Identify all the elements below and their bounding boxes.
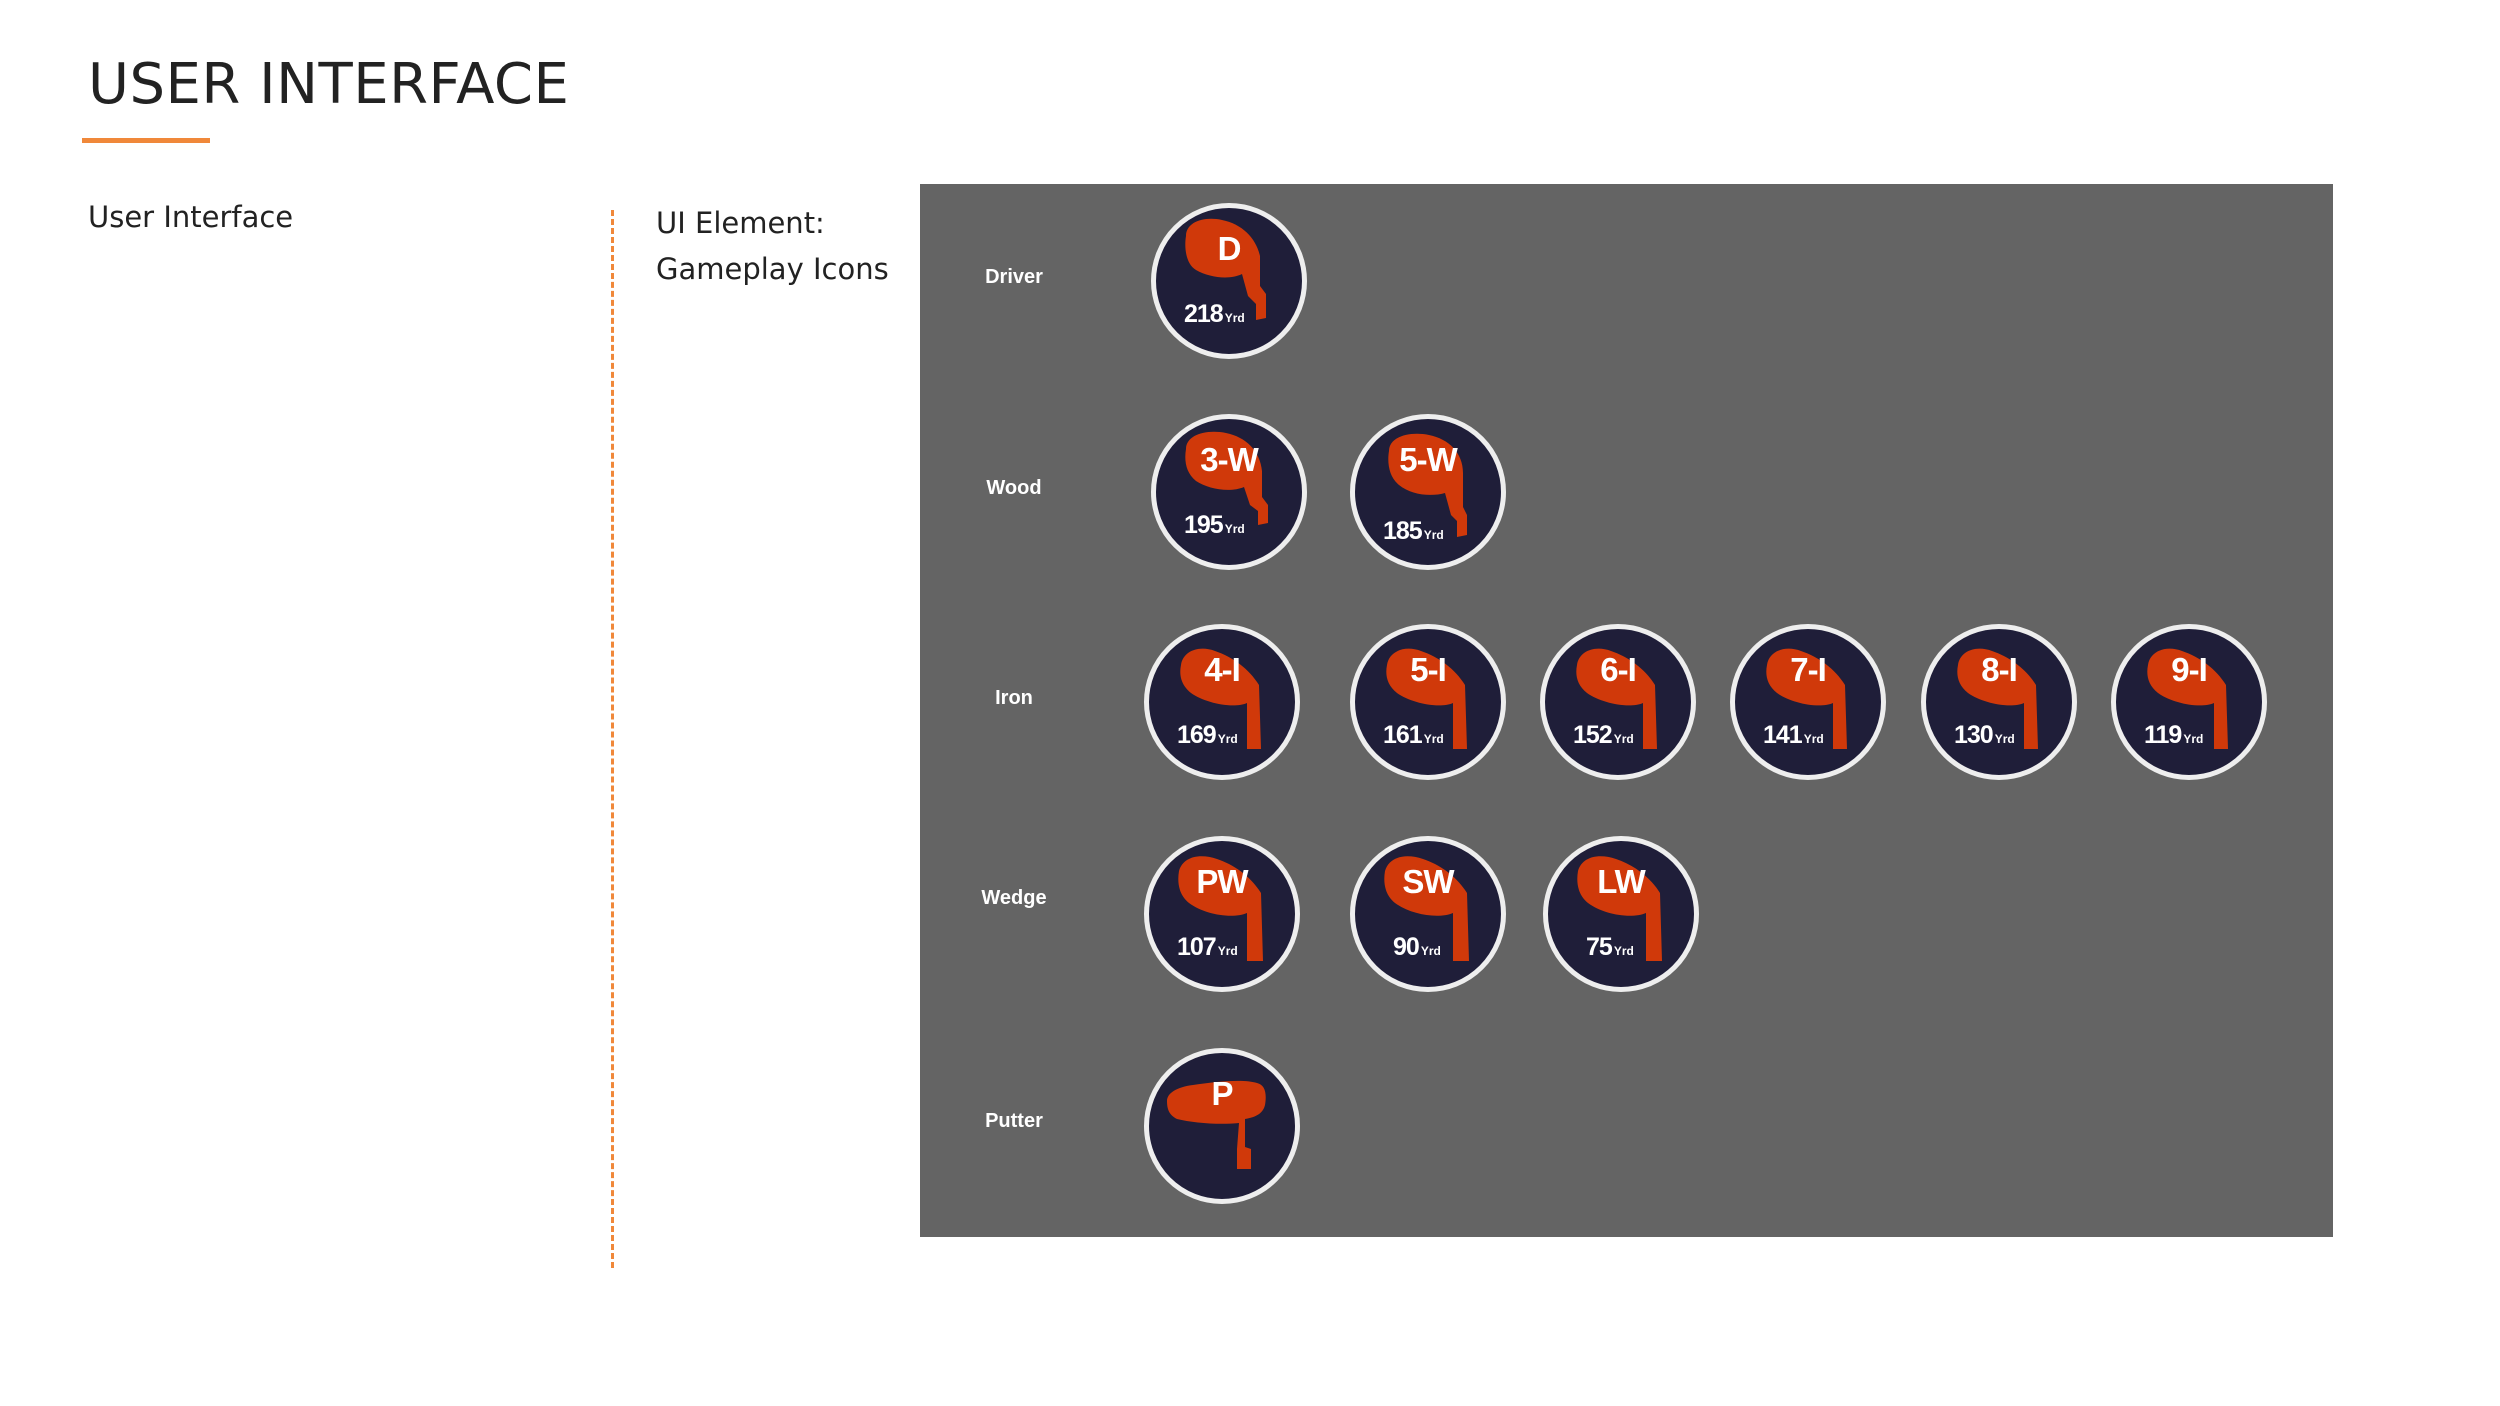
- club-code: D: [1217, 230, 1242, 267]
- wedge-icon: [1178, 856, 1263, 961]
- club-code: 4-I: [1204, 651, 1241, 688]
- ui-element-caption: UI Element: Gameplay Icons: [656, 200, 889, 292]
- iron-icon: [1766, 648, 1847, 749]
- row-label-wedge: Wedge: [981, 887, 1047, 909]
- club-unit: Yrd: [1224, 311, 1245, 325]
- club-code: 9-I: [2171, 651, 2208, 688]
- row-label-wood: Wood: [986, 477, 1042, 499]
- ui-element-subtitle: Gameplay Icons: [656, 252, 889, 286]
- iron-icon: [1957, 648, 2038, 749]
- club-unit: Yrd: [1423, 528, 1444, 542]
- club-code: PW: [1196, 863, 1248, 900]
- club-unit: Yrd: [1224, 522, 1245, 536]
- dashed-divider: [611, 210, 614, 1268]
- iron-icon: [1386, 648, 1467, 749]
- row-label-iron: Iron: [995, 687, 1033, 709]
- club-code: 6-I: [1600, 651, 1637, 688]
- club-code: SW: [1402, 863, 1454, 900]
- club-unit: Yrd: [1420, 944, 1441, 958]
- club-unit: Yrd: [1217, 944, 1238, 958]
- club-unit: Yrd: [1613, 944, 1634, 958]
- club-unit: Yrd: [2183, 732, 2204, 746]
- club-unit: Yrd: [1217, 732, 1238, 746]
- club-unit: Yrd: [1613, 732, 1634, 746]
- club-icon-p[interactable]: P: [1144, 1048, 1300, 1204]
- driver-icon: [1185, 218, 1266, 320]
- club-code: LW: [1597, 863, 1645, 900]
- club-unit: Yrd: [1423, 732, 1444, 746]
- wedge-icon: [1384, 856, 1469, 961]
- club-code: 5-W: [1399, 441, 1458, 478]
- wedge-icon: [1577, 856, 1662, 961]
- club-code: 3-W: [1200, 441, 1259, 478]
- ui-element-title: UI Element:: [656, 206, 825, 240]
- iron-icon: [1576, 648, 1657, 749]
- wood-icon: [1388, 433, 1467, 537]
- row-label-putter: Putter: [985, 1110, 1043, 1132]
- club-unit: Yrd: [1803, 732, 1824, 746]
- row-label-driver: Driver: [985, 266, 1043, 288]
- club-unit: Yrd: [1994, 732, 2015, 746]
- iron-icon: [2147, 648, 2228, 749]
- club-code: 7-I: [1790, 651, 1827, 688]
- section-label: User Interface: [88, 200, 294, 234]
- putter-icon: [1167, 1080, 1266, 1169]
- iron-icon: [1180, 648, 1261, 749]
- page-title: USER INTERFACE: [88, 52, 570, 117]
- club-code: 8-I: [1981, 651, 2018, 688]
- title-underline: [82, 138, 210, 143]
- wood-icon: [1185, 431, 1268, 525]
- club-code: P: [1211, 1075, 1233, 1112]
- club-code: 5-I: [1410, 651, 1447, 688]
